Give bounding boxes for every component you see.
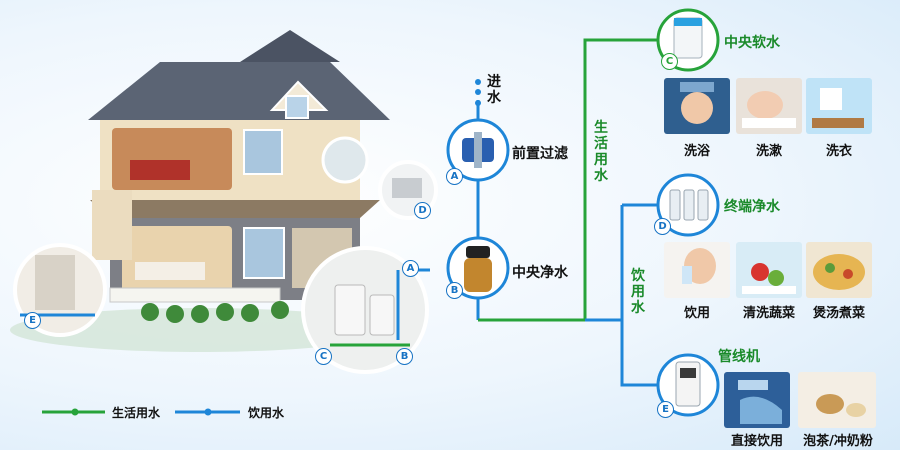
central-soften-label: 中央软水 (724, 35, 780, 51)
pipeline-label: 管线机 (718, 349, 760, 365)
upper-window (243, 129, 283, 175)
bed (130, 160, 190, 180)
sofa (135, 262, 205, 280)
inlet-char-1: 进 (487, 74, 501, 90)
drinking-char-1: 饮 (631, 268, 645, 284)
photo-bathing (664, 78, 730, 134)
inlet-char-2: 水 (487, 90, 501, 106)
pipeline-badge: E (657, 401, 674, 418)
caption-washing-vegetables: 清洗蔬菜 (742, 306, 795, 321)
drinking-branch (620, 205, 670, 387)
side-wing (92, 190, 132, 260)
caption-soup: 煲汤煮菜 (812, 306, 865, 321)
legend-drinking-label: 饮用水 (248, 406, 285, 420)
house-badge-a: A (402, 260, 419, 277)
bedroom (112, 128, 232, 190)
dormer-window (285, 95, 309, 119)
lower-window (243, 227, 285, 279)
ground-shadow (10, 308, 390, 352)
photo-tea-milk (798, 372, 876, 428)
domestic-branch-label: 生 活 用 水 (593, 120, 609, 184)
terminal-purify-label: 终端净水 (724, 199, 780, 215)
drop-2 (475, 89, 481, 95)
zoom-purifier (369, 294, 395, 336)
caption-laundry: 洗衣 (825, 144, 852, 159)
house-badge-e: E (24, 312, 41, 329)
drop-1 (475, 79, 481, 85)
prefilter-badge: A (446, 168, 463, 185)
porch-railing (109, 287, 281, 303)
terminal-filter-2 (683, 189, 695, 221)
caption-direct-drink: 直接饮用 (730, 434, 783, 449)
photo-washing-face (736, 78, 802, 134)
inlet-label: 进 水 (486, 74, 502, 106)
bathroom-cutaway (321, 136, 369, 184)
house-badge-b: B (396, 348, 413, 365)
shrubs (141, 301, 289, 323)
zoom-e-cabinet (35, 255, 75, 310)
photo-drinking (664, 242, 730, 298)
central-purify-valve (466, 246, 490, 258)
legend-domestic-dot (71, 408, 79, 416)
photo-laundry (806, 78, 872, 134)
house-badge-d: D (414, 202, 431, 219)
zoom-softener (334, 284, 366, 336)
legend-drinking-dot (204, 408, 212, 416)
pipeline-screen (680, 368, 696, 378)
photo-direct-drink (724, 372, 790, 428)
central-soften-top (674, 18, 702, 26)
caption-tea-milk: 泡茶/冲奶粉 (803, 434, 873, 449)
zoom-d-sink (392, 178, 422, 198)
legend-domestic-label: 生活用水 (112, 406, 161, 420)
prefilter-housing (474, 132, 482, 168)
central-soften-badge: C (661, 53, 678, 70)
caption-washing-face: 洗漱 (755, 144, 782, 159)
terminal-filter-1 (669, 189, 681, 221)
house-badge-c: C (315, 348, 332, 365)
domestic-char-3: 用 (594, 152, 608, 168)
drinking-char-3: 水 (631, 300, 645, 316)
living-room (122, 226, 232, 292)
house-illustration (88, 30, 430, 362)
prefilter-label: 前置过滤 (512, 146, 568, 162)
domestic-branch (583, 38, 678, 320)
photo-washing-vegetables (736, 242, 802, 298)
drinking-char-2: 用 (631, 284, 645, 300)
central-purify-label: 中央净水 (512, 265, 568, 281)
caption-drinking: 饮用 (683, 306, 710, 321)
floor-slab (90, 200, 380, 218)
caption-bathing: 洗浴 (683, 144, 710, 159)
terminal-filter-3 (697, 189, 709, 221)
central-purify-tank (464, 258, 492, 292)
terminal-purify-badge: D (654, 218, 671, 235)
roof-upper (88, 62, 390, 120)
domestic-char-4: 水 (594, 168, 608, 184)
photo-soup (806, 242, 872, 298)
drop-3 (475, 100, 481, 106)
roof-gable (240, 30, 340, 62)
domestic-char-2: 活 (594, 136, 608, 152)
central-purify-badge: B (446, 282, 463, 299)
drinking-branch-label: 饮 用 水 (630, 268, 646, 316)
domestic-char-1: 生 (594, 120, 608, 136)
